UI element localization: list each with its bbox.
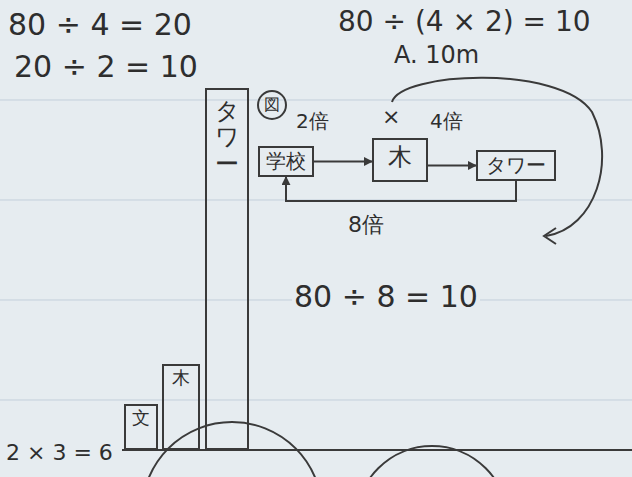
circle-outline: [258, 91, 286, 119]
circled-mark: 図: [257, 90, 287, 120]
node-text: 図: [264, 96, 280, 114]
node-text: タワー: [486, 154, 546, 177]
tree-building: 木: [162, 364, 200, 450]
ruled-lines: [0, 100, 632, 400]
school-building: 文: [124, 404, 158, 450]
edge-label: 8倍: [346, 212, 386, 237]
loop-stroke: [392, 78, 602, 236]
node-text: タワー: [215, 98, 239, 177]
tower-column: タワー: [205, 88, 249, 450]
school-box: 学校: [258, 146, 314, 177]
node-text: 木: [172, 368, 190, 389]
edge-label: 2倍: [294, 110, 331, 133]
edge-label: 4倍: [428, 110, 465, 133]
answer: A. 10m: [392, 42, 481, 70]
node-text: 文: [132, 408, 150, 429]
loop-arrowhead: [544, 228, 556, 244]
equation: 80 ÷ 8 = 10: [292, 280, 480, 315]
node-text: 木: [388, 144, 412, 172]
arrow-connector: [428, 165, 476, 167]
tower-box: タワー: [476, 150, 556, 181]
node-text: 学校: [266, 150, 306, 173]
equation: 20 ÷ 2 = 10: [12, 50, 200, 85]
equation: 80 ÷ (4 × 2) = 10: [336, 6, 593, 38]
equation: 80 ÷ 4 = 20: [6, 8, 194, 43]
equation: 2 × 3 = 6: [4, 440, 115, 465]
tree-box: 木: [372, 138, 428, 182]
arrow-connector: [314, 161, 372, 163]
cross-mark: ×: [380, 104, 402, 129]
pencil-circle: [356, 446, 508, 477]
